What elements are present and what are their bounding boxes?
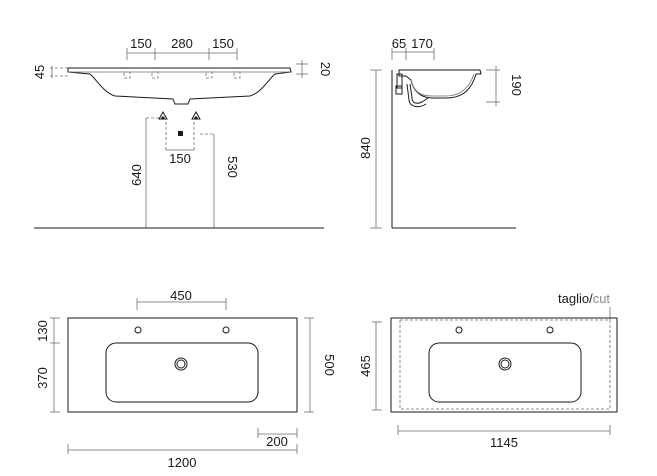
top-dim-width: 1200 (168, 455, 197, 470)
side-view: 65 170 190 840 (358, 36, 524, 229)
cut-tap-hole-left (455, 326, 463, 334)
front-dim-height-left: 640 (129, 164, 144, 186)
top-outline (67, 317, 298, 413)
cut-basin-bowl (428, 342, 582, 403)
top-dim-tap-spacing: 450 (170, 288, 192, 303)
front-dim-height-right: 530 (225, 156, 240, 178)
cut-label-en: cut (593, 291, 611, 306)
front-connections (158, 110, 201, 136)
cut-label: taglio/cut (558, 291, 610, 306)
side-dim-top-1: 65 (392, 36, 406, 51)
front-view: 150 280 150 45 20 (32, 36, 333, 229)
cut-drain-inner (500, 359, 510, 369)
cut-dim-width: 1145 (490, 435, 518, 450)
cut-tap-hole-right (546, 326, 554, 334)
cut-label-it: taglio (558, 291, 589, 306)
cut-label-sep: / (589, 291, 593, 306)
top-dim-depth: 500 (322, 354, 337, 376)
front-tap-holes (123, 71, 241, 79)
cut-line (399, 319, 611, 410)
top-dim-side-margin: 200 (266, 434, 288, 449)
top-dim-back-to-taps: 130 (35, 320, 50, 342)
cut-dim-depth: 465 (358, 355, 373, 377)
front-dim-waste-spacing: 150 (169, 151, 191, 166)
front-dim-right-thickness: 20 (318, 62, 333, 76)
cut-drain-outer (498, 357, 512, 371)
top-basin-bowl (105, 342, 259, 403)
front-dim-top-3: 150 (212, 36, 234, 51)
side-dim-basin-depth: 190 (509, 74, 524, 96)
side-trap-pipe (409, 83, 429, 104)
cut-view: taglio/cut 465 1145 (358, 291, 618, 450)
side-dim-total-height: 840 (358, 137, 373, 159)
side-tap-block (396, 73, 403, 89)
top-drain-outer (174, 357, 188, 371)
top-drain-inner (176, 359, 186, 369)
cut-outline (390, 317, 618, 413)
top-tap-hole-right (222, 326, 230, 334)
side-dim-top-2: 170 (411, 36, 433, 51)
top-view: 450 130 370 500 200 1200 (35, 288, 337, 470)
top-tap-hole-left (134, 326, 142, 334)
front-basin-outline (67, 67, 292, 105)
front-dim-top-2: 280 (171, 36, 193, 51)
front-dim-left-thickness: 45 (32, 65, 47, 79)
top-dim-taps-to-front: 370 (35, 367, 50, 389)
front-dim-top-1: 150 (130, 36, 152, 51)
